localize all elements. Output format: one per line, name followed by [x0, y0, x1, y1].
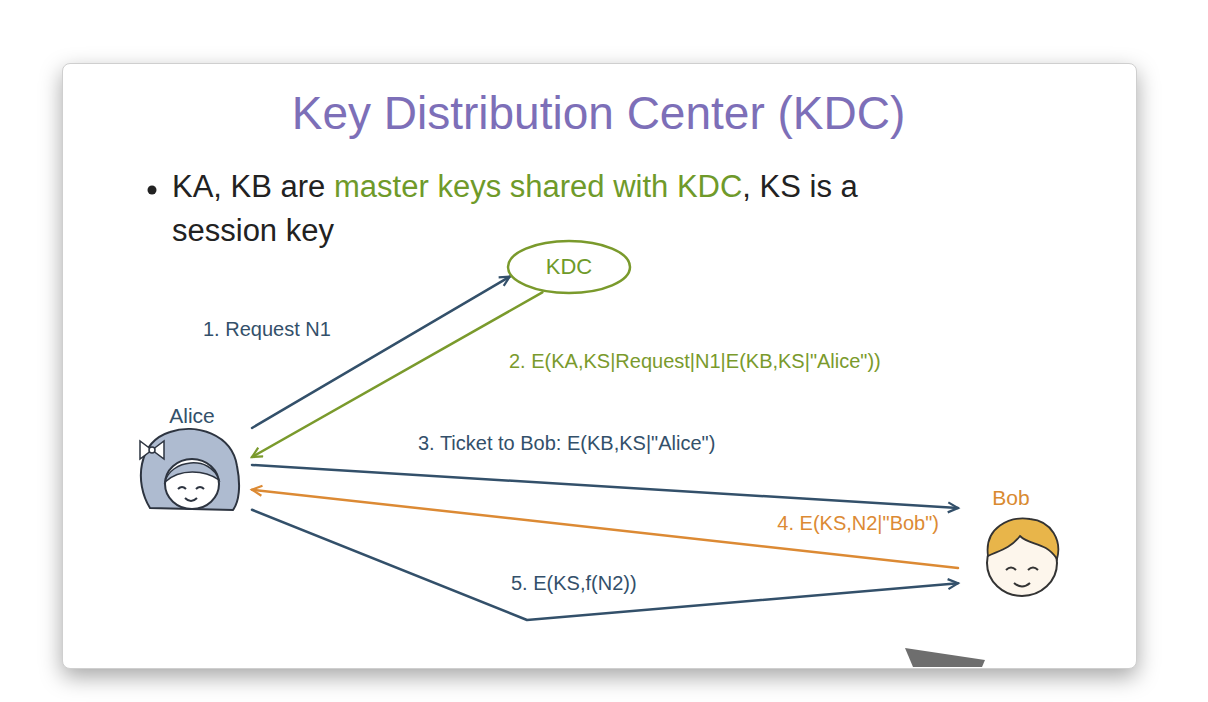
alice-eyes [178, 487, 204, 489]
bob-hair [988, 519, 1059, 559]
message-arrow [252, 277, 510, 428]
bob-figure [987, 519, 1058, 596]
message-label: 2. E(KA,KS|Request|N1|E(KB,KS|"Alice")) [506, 350, 884, 373]
message-arrow [252, 490, 958, 568]
alice-bow [140, 441, 164, 459]
bob-eyes [1006, 568, 1038, 571]
message-label: 3. Ticket to Bob: E(KB,KS|"Alice") [415, 432, 718, 455]
message-label: 5. E(KS,f(N2)) [508, 572, 640, 595]
ellipse-shape [508, 241, 630, 293]
message-arrow [252, 510, 958, 620]
person-alice: Alice [132, 400, 252, 518]
node-label: KDC [546, 254, 592, 280]
pen-tip [905, 648, 985, 667]
node-label: Bob [992, 486, 1029, 510]
alice-face [165, 459, 219, 509]
slide-title: Key Distribution Center (KDC) [292, 87, 906, 139]
title-block: Key Distribution Center (KDC) [62, 86, 1135, 140]
note-text: master keys shared with KDC [334, 169, 742, 204]
note-text: KA, KB are [172, 169, 325, 204]
bob-smile [1014, 583, 1030, 587]
node-label: Alice [169, 404, 215, 428]
message-label: 4. E(KS,N2|"Bob") [774, 512, 942, 535]
alice-smile [185, 498, 197, 501]
alice-bangs [165, 463, 219, 482]
alice-hair [141, 429, 239, 510]
person-bob: Bob [958, 482, 1064, 604]
alice-bow-knot [149, 447, 155, 453]
alice-figure [140, 429, 239, 510]
bullet-dot [148, 186, 157, 195]
kdc-ellipse: KDC [506, 239, 632, 295]
message-label: 1. Request N1 [200, 318, 334, 341]
